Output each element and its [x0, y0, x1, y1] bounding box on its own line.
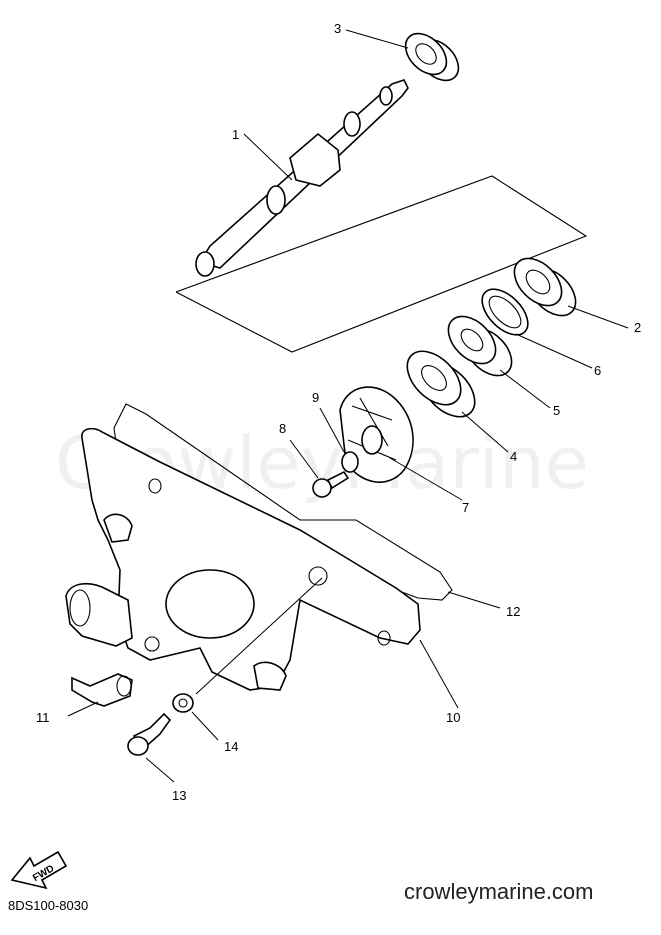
seal-part-4: [406, 350, 476, 418]
diagram-code: 8DS100-8030: [8, 898, 89, 913]
callout-12: 12: [506, 604, 520, 619]
bolt-part-13: [127, 712, 172, 756]
oil-seal-part-5: [447, 315, 513, 377]
subassembly-bracket: [175, 175, 588, 353]
callout-13: 13: [172, 788, 186, 803]
nipple-fitting-part-11: [71, 673, 133, 707]
circlip-part-6: [481, 288, 529, 336]
callout-6: 6: [594, 363, 601, 378]
bearing-part-3: [404, 32, 460, 82]
callout-7: 7: [462, 500, 469, 515]
callout-1: 1: [232, 127, 239, 142]
callout-10: 10: [446, 710, 460, 725]
fwd-arrow-icon: FWD: [10, 850, 68, 890]
callout-14: 14: [224, 739, 238, 754]
callout-2: 2: [634, 320, 641, 335]
washer-part-9: [341, 451, 359, 473]
callout-11: 11: [36, 710, 50, 725]
bolt-part-8: [312, 470, 350, 498]
pump-housing-part-10: [65, 427, 421, 691]
callout-5: 5: [553, 403, 560, 418]
callout-3: 3: [334, 21, 341, 36]
leader-lines: [67, 29, 629, 783]
site-url: crowleymarine.com: [404, 879, 594, 904]
callout-4: 4: [510, 449, 517, 464]
drive-shaft-part: [195, 79, 409, 277]
bearing-part-2: [513, 257, 577, 317]
callout-8: 8: [279, 421, 286, 436]
callout-9: 9: [312, 390, 319, 405]
washer-part-14: [172, 693, 194, 713]
